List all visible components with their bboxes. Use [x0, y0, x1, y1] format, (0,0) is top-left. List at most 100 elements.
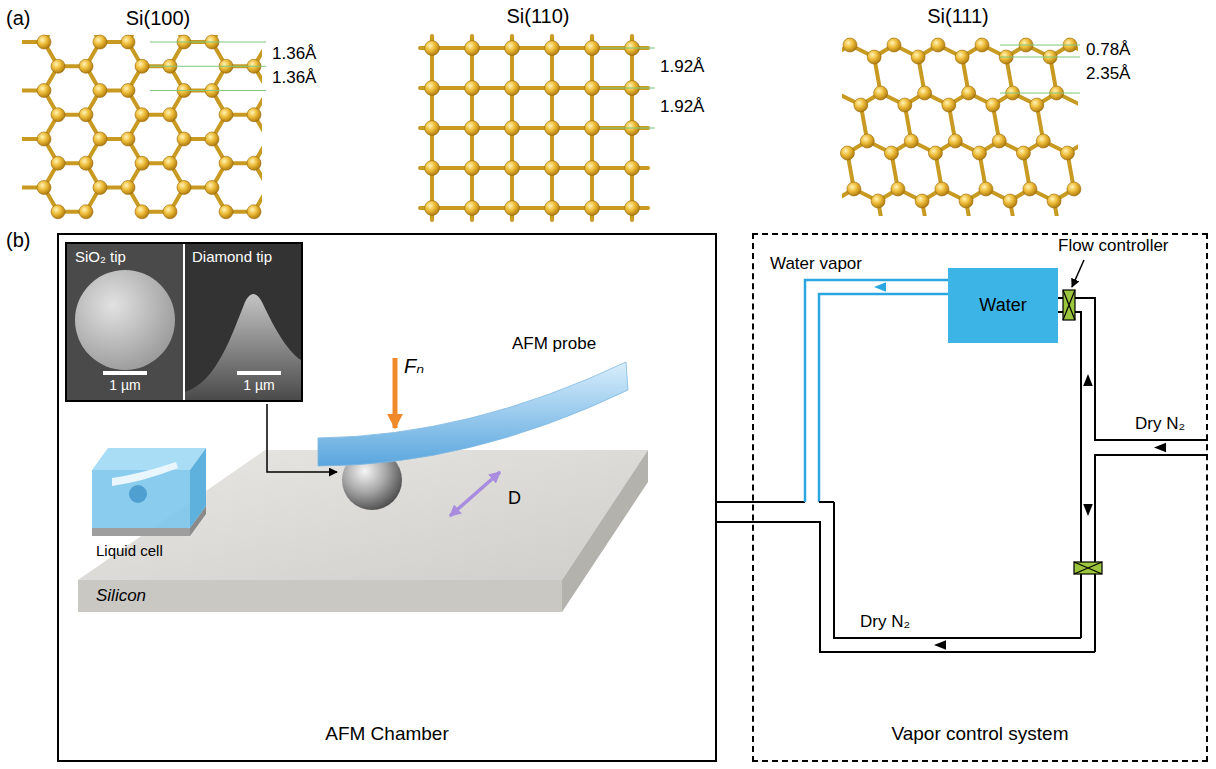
- silicon-atom: [955, 50, 969, 64]
- flow-label: Dry N₂: [1135, 414, 1185, 434]
- flow-label: Dry N₂: [860, 612, 910, 632]
- silicon-atom: [219, 156, 233, 170]
- silicon-atom: [1036, 134, 1050, 148]
- silicon-atom: [871, 194, 885, 208]
- scale-bar: [237, 371, 281, 375]
- silicon-atom: [959, 194, 973, 208]
- sio2-sphere-image: [75, 270, 175, 370]
- spacing-dimension: 1.92Å: [660, 97, 704, 117]
- scale-label: 1 µm: [243, 377, 274, 394]
- silicon-atom: [948, 134, 962, 148]
- silicon-atom: [93, 132, 107, 146]
- silicon-atom: [79, 108, 93, 122]
- silicon-atom: [219, 108, 233, 122]
- atom-set: [840, 38, 1080, 208]
- silicon-atom: [121, 132, 135, 146]
- scale-label: 1 µm: [109, 377, 140, 394]
- silicon-atom: [425, 201, 440, 216]
- valve-cross: [1063, 290, 1075, 320]
- gas-line: [1058, 298, 1208, 440]
- force-label: Fₙ: [404, 354, 424, 378]
- silicon-atom: [860, 134, 874, 148]
- silicon-atom: [37, 35, 51, 49]
- silicon-atom: [425, 41, 440, 56]
- silicon-atom: [177, 132, 191, 146]
- silicon-atom: [135, 59, 149, 73]
- silicon-atom: [37, 132, 51, 146]
- silicon-atom: [163, 108, 177, 122]
- substrate-label: Silicon: [96, 586, 146, 606]
- silicon-atom: [898, 98, 912, 112]
- spacing-guide: [1000, 44, 1080, 45]
- pipe-wall: [717, 501, 752, 503]
- silicon-atom: [847, 182, 861, 196]
- gas-line: [1058, 312, 1081, 638]
- silicon-atom: [915, 194, 929, 208]
- flow-arrow: [874, 282, 886, 292]
- chamber-box: SiO₂ tipDiamond tip1 µm1 µmAFM Chamber: [57, 233, 717, 762]
- silicon-atom: [121, 35, 135, 49]
- silicon-atom: [904, 134, 918, 148]
- spacing-guide: [150, 41, 266, 42]
- silicon-atom: [585, 81, 600, 96]
- silicon-atom: [163, 205, 177, 219]
- silicon-atom: [962, 86, 976, 100]
- silicon-atom: [911, 50, 925, 64]
- liquid-cell-probe: [112, 462, 178, 486]
- silicon-atom: [205, 180, 219, 194]
- liquid-cell-liquid: [92, 448, 206, 470]
- liquid-cell-liquid: [190, 448, 206, 528]
- flow-controller: [1063, 290, 1075, 320]
- silicon-atom: [425, 121, 440, 136]
- silicon-atom: [1016, 146, 1030, 160]
- silicon-atom: [935, 182, 949, 196]
- spacing-dimension: 1.92Å: [660, 57, 704, 77]
- silicon-atom: [425, 81, 440, 96]
- flow-arrow: [934, 640, 946, 650]
- spacing-guide: [600, 127, 655, 128]
- part-label: AFM probe: [512, 334, 596, 354]
- silicon-atom: [135, 205, 149, 219]
- vapor-line: [805, 280, 948, 502]
- silicon-atom: [1003, 194, 1017, 208]
- flow-arrow: [1083, 504, 1093, 516]
- silicon-atom: [545, 121, 560, 136]
- silicon-atom: [465, 121, 480, 136]
- spacing-guide: [1000, 92, 1080, 93]
- silicon-atom: [247, 108, 261, 122]
- silicon-atom: [205, 132, 219, 146]
- liquid-cell-base: [92, 528, 190, 536]
- flow-label: Water vapor: [770, 254, 862, 274]
- silicon-atom: [942, 98, 956, 112]
- silicon-atom: [51, 108, 65, 122]
- vapor-control-box: WaterVapor control system: [752, 233, 1208, 762]
- silicon-atom: [931, 38, 945, 52]
- silicon-atom: [928, 146, 942, 160]
- box-title: Vapor control system: [891, 723, 1068, 746]
- atom-set: [37, 35, 261, 219]
- silicon-atom: [93, 83, 107, 97]
- structure-title: Si(111): [927, 4, 989, 28]
- silicon-atom: [979, 182, 993, 196]
- silicon-atom: [505, 41, 520, 56]
- displacement-arrow: [450, 472, 500, 516]
- sem-inset: SiO₂ tip Diamond tip 1 µm 1 µm: [65, 242, 303, 402]
- silicon-atom: [972, 146, 986, 160]
- silicon-atom: [79, 59, 93, 73]
- panel-letter: (a): [6, 6, 30, 30]
- spacing-guide: [1000, 56, 1080, 57]
- force-arrow: [393, 358, 398, 428]
- cantilever: [318, 362, 628, 466]
- spacing-guide: [150, 66, 266, 67]
- silicon-atom: [465, 201, 480, 216]
- silicon-atom: [625, 161, 640, 176]
- pipe-wall: [717, 521, 752, 523]
- image-label: Diamond tip: [192, 248, 272, 266]
- bond: [254, 35, 262, 42]
- silicon-atom: [1067, 182, 1081, 196]
- image-label: SiO₂ tip: [75, 248, 126, 266]
- silicon-atom: [505, 121, 520, 136]
- part-label: Flow controller: [1058, 236, 1169, 256]
- silicon-atom: [585, 121, 600, 136]
